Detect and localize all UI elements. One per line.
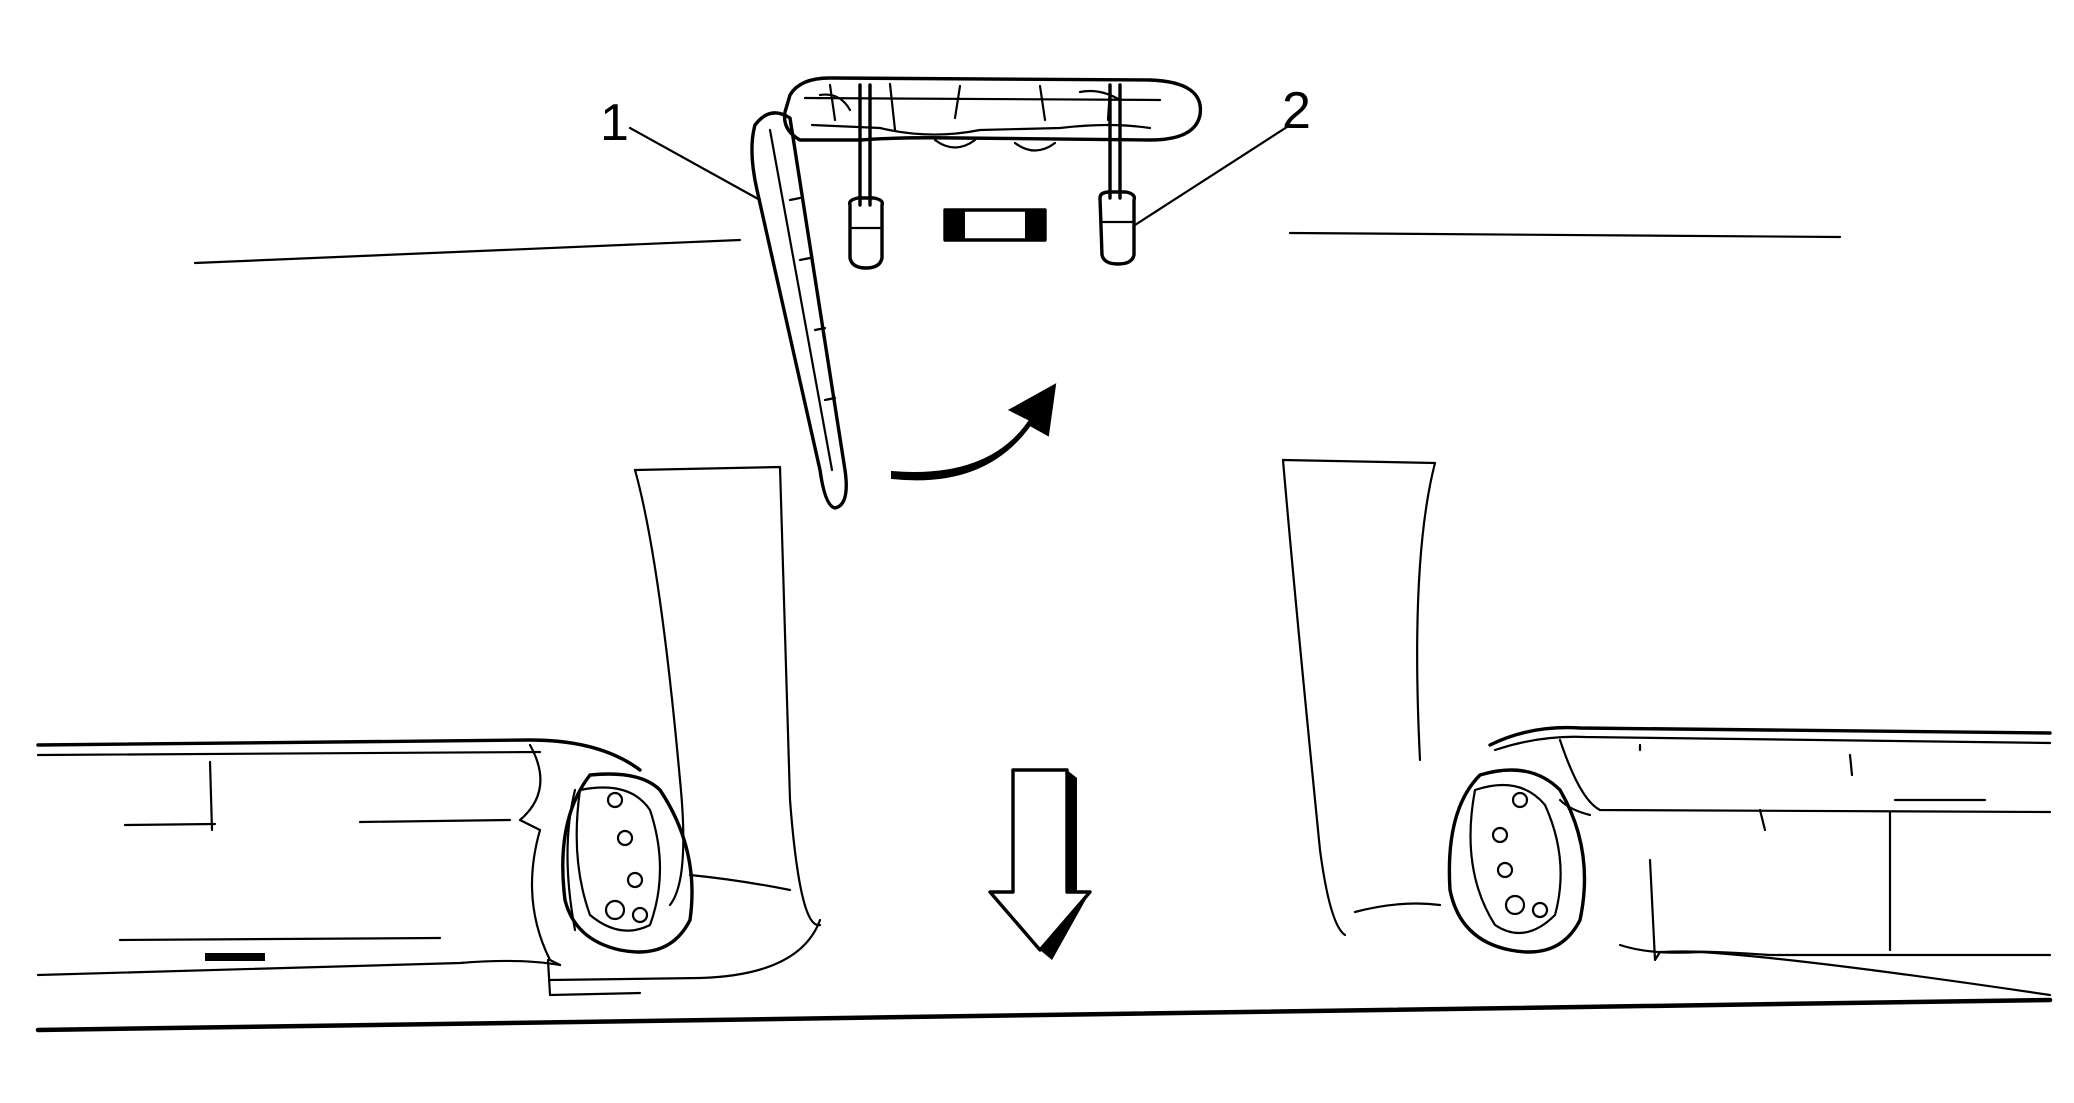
lens-cover (750, 111, 848, 510)
visor-clip-right (1353, 768, 1592, 954)
callout-label-2: 2 (1282, 82, 1311, 140)
callout-label-1: 1 (600, 94, 629, 152)
bulb-left (847, 196, 885, 270)
callout-leader-1 (628, 126, 762, 202)
visor-clip-left (561, 772, 792, 954)
festoon-bulb (943, 208, 1047, 242)
sun-visor-left (36, 738, 822, 997)
headliner-edge (193, 231, 1842, 265)
down-arrow-icon (988, 768, 1092, 960)
windshield-edge (35, 997, 2053, 1033)
pillar-left (633, 465, 822, 927)
curved-arrow-icon (891, 383, 1057, 481)
overhead-console-housing (782, 76, 1203, 207)
callout-leader-2 (1133, 123, 1292, 227)
bulb-right (1098, 190, 1137, 266)
pillar-right (1281, 458, 1437, 937)
sun-visor-right (1488, 725, 2052, 997)
